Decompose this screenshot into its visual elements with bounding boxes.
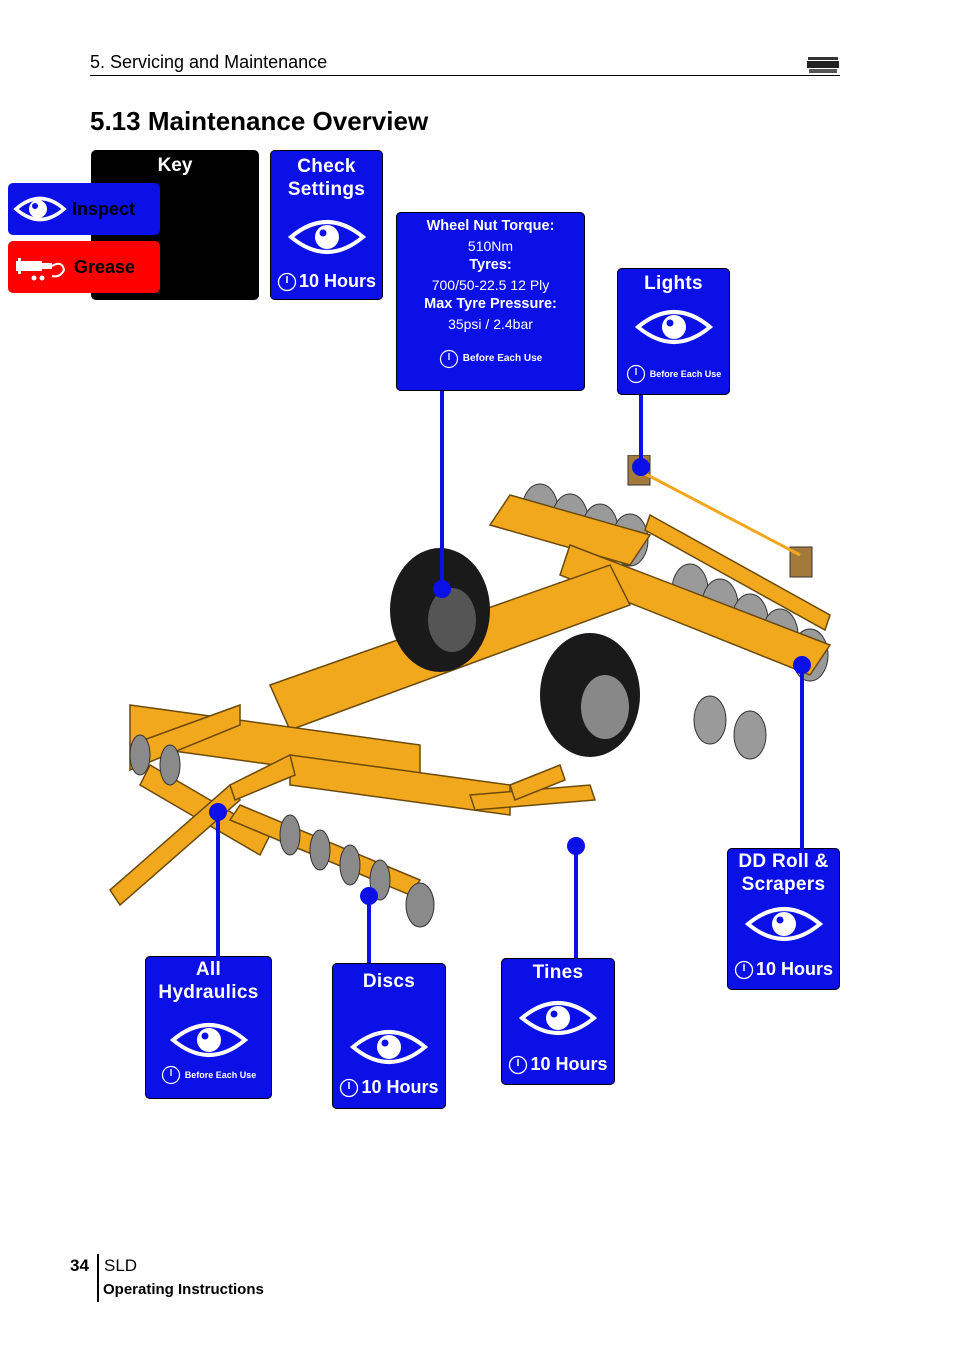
wheel-nut-torque-value: 510Nm — [467, 237, 514, 254]
key-inspect: Inspect — [8, 183, 160, 235]
discs-interval-text: 10 Hours — [361, 1077, 439, 1097]
page-title: 5.13 Maintenance Overview — [90, 106, 429, 136]
clock-icon — [509, 1055, 528, 1074]
eye-icon — [518, 1001, 598, 1035]
cultivator-illustration — [109, 455, 832, 928]
discs-box: Discs 10 Hours — [332, 963, 446, 1109]
lights-leader-dot — [632, 458, 650, 476]
discs-leader-line — [367, 895, 371, 963]
footer-doc-type: Operating Instructions — [103, 1281, 264, 1298]
wheel-leader-line — [440, 391, 444, 587]
tines-box: Tines 10 Hours — [501, 958, 615, 1085]
eye-icon — [13, 196, 67, 222]
wheel-interval: Before Each Use — [396, 349, 585, 369]
eye-icon — [744, 907, 823, 941]
dd-roll-interval: 10 Hours — [727, 959, 840, 980]
dd-roll-leader-dot — [793, 656, 811, 674]
wheel-info-box: Wheel Nut Torque: 510Nm Tyres: 700/50-22… — [396, 212, 585, 391]
tines-title: Tines — [532, 962, 584, 983]
lights-box: Lights Before Each Use — [617, 268, 730, 395]
check-settings-title-1: Check — [297, 156, 356, 177]
dd-roll-title-2: Scrapers — [741, 874, 826, 895]
eye-icon — [169, 1023, 248, 1057]
wheels — [390, 548, 640, 757]
front-discs — [129, 734, 435, 928]
page-number: 34 — [70, 1256, 89, 1275]
eye-icon — [634, 310, 713, 344]
wheel-nut-torque-label: Wheel Nut Torque: — [426, 218, 555, 234]
hydraulics-leader-line — [216, 810, 220, 957]
clock-icon — [277, 272, 297, 291]
hydraulics-title-2: Hydraulics — [158, 982, 259, 1003]
tines-leader-dot — [567, 837, 585, 855]
header-divider — [90, 75, 840, 76]
check-settings-box: Check Settings 10 Hours — [270, 150, 383, 300]
lights-interval: Before Each Use — [617, 364, 730, 384]
key-grease-label: Grease — [74, 256, 136, 277]
discs-leader-dot — [360, 887, 378, 905]
tines-interval: 10 Hours — [501, 1054, 615, 1075]
wheel-interval-text: Before Each Use — [462, 353, 543, 365]
eye-icon — [349, 1030, 429, 1064]
hydraulics-box: All Hydraulics Before Each Use — [145, 956, 272, 1099]
key-inspect-label: Inspect — [72, 198, 136, 219]
simba-logo — [806, 56, 840, 74]
tines-interval-text: 10 Hours — [530, 1054, 608, 1074]
lights-title: Lights — [644, 273, 703, 294]
check-settings-interval: 10 Hours — [270, 271, 383, 292]
hydraulics-interval: Before Each Use — [145, 1065, 272, 1085]
dd-roll-leader-line — [800, 665, 804, 849]
footer-model: SLD — [104, 1256, 138, 1275]
max-tyre-pressure-label: Max Tyre Pressure: — [424, 296, 557, 312]
eye-icon — [287, 220, 366, 254]
dd-roll-interval-text: 10 Hours — [755, 959, 834, 979]
tyres-label: Tyres: — [469, 257, 512, 273]
hydraulics-interval-text: Before Each Use — [184, 1070, 257, 1080]
hydraulics-leader-dot — [209, 803, 227, 821]
section-header: 5. Servicing and Maintenance — [90, 52, 328, 72]
wheel-leader-dot — [433, 580, 451, 598]
check-settings-interval-text: 10 Hours — [298, 271, 377, 291]
lights-interval-text: Before Each Use — [649, 369, 722, 379]
discs-title: Discs — [362, 971, 416, 992]
discs-interval: 10 Hours — [332, 1077, 446, 1098]
dd-roll-box: DD Roll & Scrapers 10 Hours — [727, 848, 840, 990]
lights-leader-line — [639, 395, 643, 465]
footer-divider — [97, 1254, 99, 1302]
tyres-value: 700/50-22.5 12 Ply — [431, 276, 550, 293]
grease-gun-icon — [16, 258, 66, 281]
max-tyre-pressure-value: 35psi / 2.4bar — [448, 315, 533, 332]
clock-icon — [161, 1065, 180, 1085]
clock-icon — [439, 349, 458, 369]
clock-icon — [626, 364, 645, 384]
key-title: Key — [157, 155, 193, 176]
clock-icon — [734, 960, 754, 979]
tines-leader-line — [574, 845, 578, 958]
hydraulics-title-1: All — [195, 959, 222, 980]
dd-roll-title-1: DD Roll & — [738, 851, 829, 872]
check-settings-title-2: Settings — [287, 179, 366, 200]
key-grease: Grease — [8, 241, 160, 293]
clock-icon — [340, 1078, 359, 1097]
